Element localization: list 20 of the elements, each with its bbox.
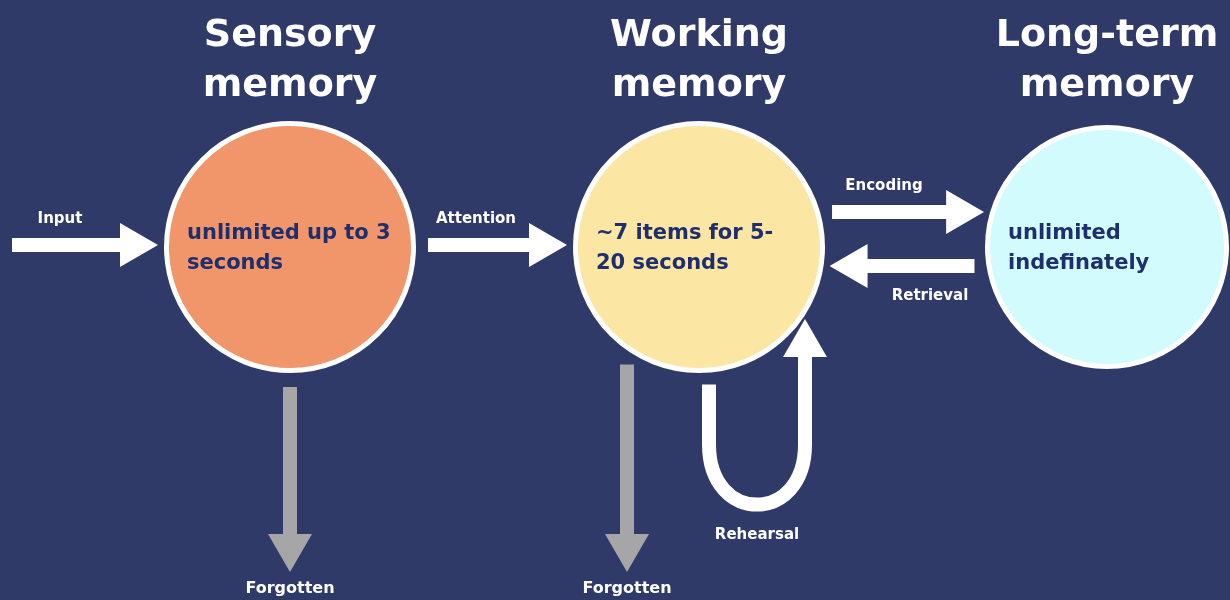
- outcome-label: Forgotten: [245, 578, 335, 597]
- edge-label: Retrieval: [891, 286, 969, 304]
- circle-text: unlimited indefinately: [1008, 219, 1151, 276]
- edge-label: Input: [37, 209, 83, 227]
- circle-text: ~7 items for 5-20 seconds: [596, 219, 775, 276]
- heading: Sensory memory: [201, 10, 379, 107]
- arrow: [605, 364, 649, 572]
- edge-label: Rehearsal: [714, 525, 800, 543]
- circle-text: unlimited up to 3 seconds: [187, 219, 392, 276]
- arrow: [12, 223, 158, 267]
- arrow: [702, 319, 827, 512]
- heading: Long-term memory: [994, 10, 1220, 107]
- arrow: [832, 190, 985, 234]
- edge-label: Attention: [435, 209, 517, 227]
- edge-label: Encoding: [845, 176, 923, 194]
- arrow: [829, 244, 975, 288]
- heading: Working memory: [609, 10, 789, 107]
- arrow: [428, 223, 567, 267]
- outcome-label: Forgotten: [582, 578, 672, 597]
- arrow: [268, 387, 312, 572]
